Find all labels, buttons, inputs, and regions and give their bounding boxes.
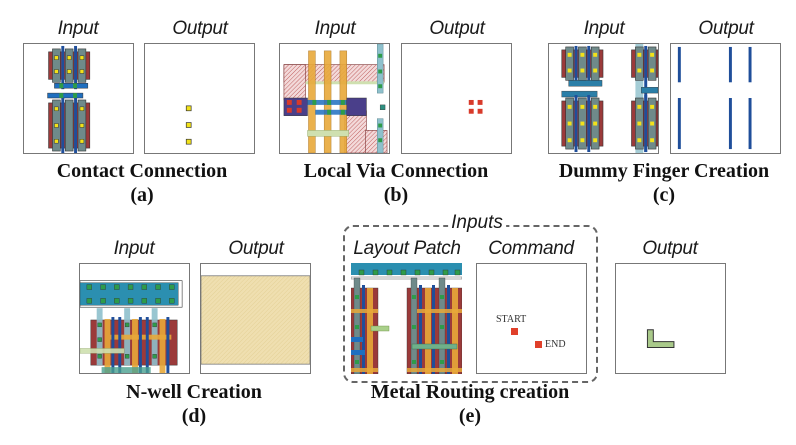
command-label: Command bbox=[488, 238, 574, 259]
via-input-layout-drawing bbox=[283, 44, 388, 153]
panel-a-output-layout bbox=[144, 43, 255, 154]
panel-e-sublabel: (e) bbox=[458, 405, 482, 427]
panel-c-sublabel: (c) bbox=[652, 184, 676, 206]
nwell-output-drawing bbox=[201, 275, 310, 365]
panel-c-output-label: Output bbox=[698, 18, 754, 39]
layout-patch-label: Layout Patch bbox=[353, 238, 461, 259]
panel-d-sublabel: (d) bbox=[181, 405, 207, 427]
panel-c-output-layout bbox=[670, 43, 781, 154]
panel-b-sublabel: (b) bbox=[383, 184, 409, 206]
panel-e-output-label: Output bbox=[642, 238, 698, 259]
panel-d-input-layout bbox=[79, 263, 190, 374]
contact-input-layout-drawing bbox=[47, 45, 91, 153]
panel-e-title: Metal Routing creation bbox=[370, 381, 570, 403]
layout-patch-panel bbox=[351, 263, 462, 374]
panel-a-sublabel: (a) bbox=[130, 184, 154, 206]
panel-c-title: Dummy Finger Creation bbox=[558, 160, 770, 182]
dummy-finger-input-drawing bbox=[561, 44, 658, 153]
inputs-group-label: Inputs bbox=[448, 212, 506, 234]
panel-d-output-layout bbox=[200, 263, 311, 374]
panel-a-output-label: Output bbox=[172, 18, 228, 39]
nwell-input-layout-drawing bbox=[80, 280, 183, 373]
panel-e-output-layout bbox=[615, 263, 726, 374]
dummy-finger-output-drawing bbox=[677, 46, 752, 150]
command-end-text: END bbox=[545, 339, 566, 350]
via-output-drawing bbox=[468, 99, 483, 114]
panel-b-output-layout bbox=[401, 43, 512, 154]
panel-c-input-layout bbox=[548, 43, 659, 154]
routing-output-drawing bbox=[646, 329, 675, 348]
panel-d-input-label: Input bbox=[113, 238, 155, 259]
panel-b-output-label: Output bbox=[429, 18, 485, 39]
panel-d-output-label: Output bbox=[228, 238, 284, 259]
panel-c-input-label: Input bbox=[583, 18, 625, 39]
panel-b-title: Local Via Connection bbox=[303, 160, 489, 182]
panel-a-input-label: Input bbox=[57, 18, 99, 39]
start-marker bbox=[511, 328, 518, 335]
panel-a-input-layout bbox=[23, 43, 134, 154]
end-marker bbox=[535, 341, 542, 348]
panel-d-title: N-well Creation bbox=[126, 381, 262, 403]
panel-b-input-label: Input bbox=[314, 18, 356, 39]
layout-patch-drawing bbox=[351, 263, 462, 374]
contact-output-drawing bbox=[185, 105, 192, 145]
panel-a-title: Contact Connection bbox=[56, 160, 228, 182]
command-start-text: START bbox=[496, 314, 527, 325]
command-panel: START END bbox=[476, 263, 587, 374]
panel-b-input-layout bbox=[279, 43, 390, 154]
